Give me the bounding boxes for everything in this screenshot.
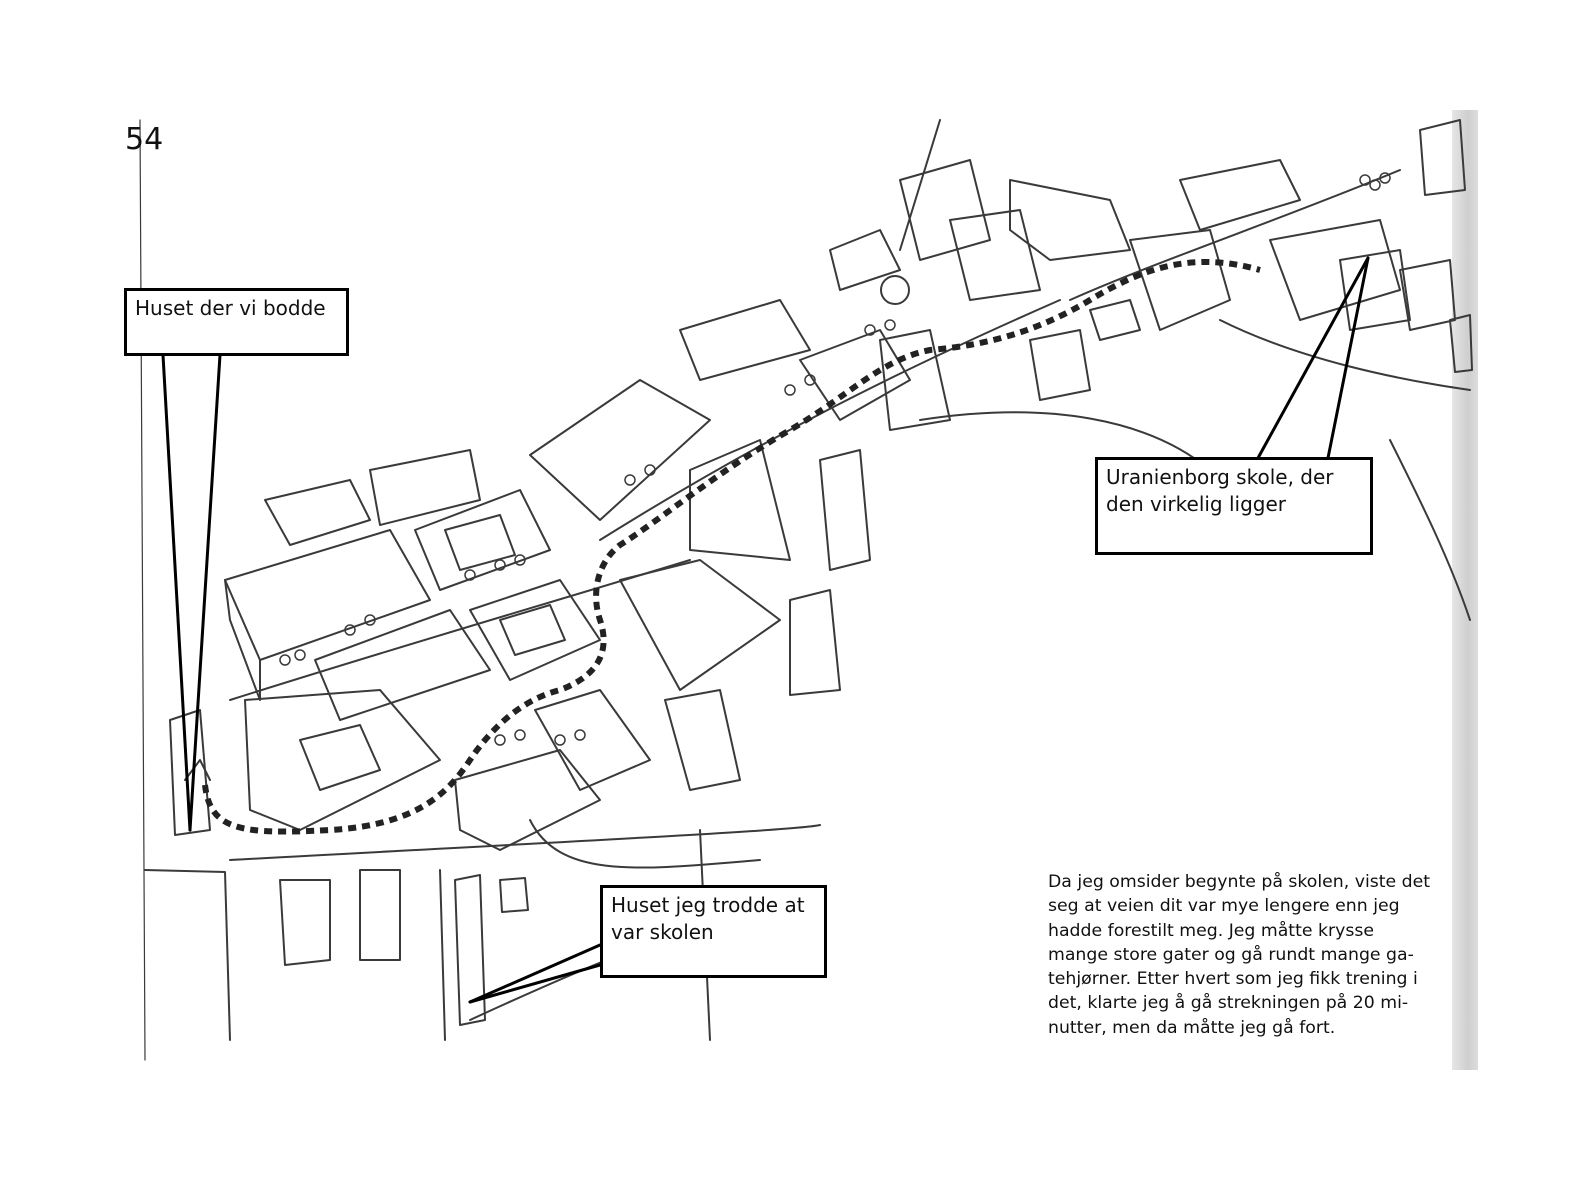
trees <box>279 172 1391 746</box>
narrative-line: Da jeg omsider begynte på skolen, viste … <box>1048 872 1431 892</box>
narrative-line: det, klarte jeg å gå strekningen på 20 m… <box>1048 993 1409 1014</box>
pointer-uranienborg-left <box>1256 256 1370 460</box>
building-block <box>899 159 991 261</box>
margin-line <box>139 119 146 1061</box>
callout-home: Huset der vi bodde <box>124 288 349 356</box>
building-block <box>244 689 441 831</box>
building-block <box>1029 329 1091 401</box>
street-edge <box>144 869 231 1041</box>
street-edge <box>1219 319 1471 391</box>
narrative-line: mange store gater og gå rundt mange ga- <box>1048 944 1414 965</box>
narrative-line: hadde forestilt meg. Jeg måtte krysse <box>1048 920 1374 941</box>
building-block <box>949 209 1041 301</box>
building-block <box>1129 229 1231 331</box>
narrative-line: seg at veien dit var mye lengere enn jeg <box>1048 896 1400 917</box>
building-block <box>664 689 741 791</box>
building-block <box>829 229 901 291</box>
building-block <box>369 449 481 526</box>
house <box>279 879 331 966</box>
building-block <box>799 329 911 421</box>
street-edge <box>529 819 761 869</box>
building-block <box>789 589 841 696</box>
street-edge <box>1069 169 1401 301</box>
building-block <box>689 439 791 561</box>
street-edge <box>899 119 941 251</box>
narrative-line: nutter, men da måtte jeg gå fort. <box>1048 1017 1336 1038</box>
callout-wrong-house: Huset jeg trodde at var skolen <box>600 885 827 978</box>
building-block <box>414 489 551 591</box>
narrative-line: tehjørner. Etter hvert som jeg fikk tren… <box>1048 969 1418 990</box>
street-edge <box>599 299 1061 541</box>
building-block <box>1269 219 1401 321</box>
building-block <box>224 529 431 661</box>
house <box>454 874 486 1026</box>
pointer-home-left <box>161 353 192 832</box>
building-block <box>1089 299 1141 341</box>
callout-pointers <box>161 256 1370 1004</box>
building-block <box>469 579 601 681</box>
building-block <box>879 329 951 431</box>
house <box>359 869 401 961</box>
building-block <box>679 299 811 381</box>
scan-edge-shadow <box>1452 110 1478 1070</box>
street-edge <box>919 411 1211 471</box>
walking-route <box>202 258 1261 835</box>
building-block <box>1179 159 1301 231</box>
building-block <box>454 749 601 851</box>
building-block <box>619 559 781 691</box>
pointer-wrong-house-top <box>468 943 602 1004</box>
house <box>169 709 211 836</box>
building-block <box>529 379 711 521</box>
building-block <box>534 689 651 791</box>
page-number: 54 <box>125 122 164 157</box>
pointer-wrong-house-bottom <box>468 963 602 1004</box>
narrative-paragraph: Da jeg omsider begynte på skolen, viste … <box>1048 870 1478 1040</box>
building-block <box>314 609 491 721</box>
building-block <box>264 479 371 546</box>
building-block <box>819 449 871 571</box>
building-block <box>1009 179 1131 261</box>
street-edge <box>229 824 821 861</box>
street-edge <box>1389 439 1471 621</box>
pointer-home-right <box>188 353 222 832</box>
building-block <box>1419 119 1466 196</box>
house <box>499 877 529 913</box>
street-edge <box>439 869 446 1041</box>
pointer-uranienborg-right <box>1326 256 1370 460</box>
plaza <box>880 275 910 305</box>
building-block <box>1399 259 1456 331</box>
callout-uranienborg-school: Uranienborg skole, der den virkelig ligg… <box>1095 457 1373 555</box>
building-block <box>1449 314 1473 373</box>
